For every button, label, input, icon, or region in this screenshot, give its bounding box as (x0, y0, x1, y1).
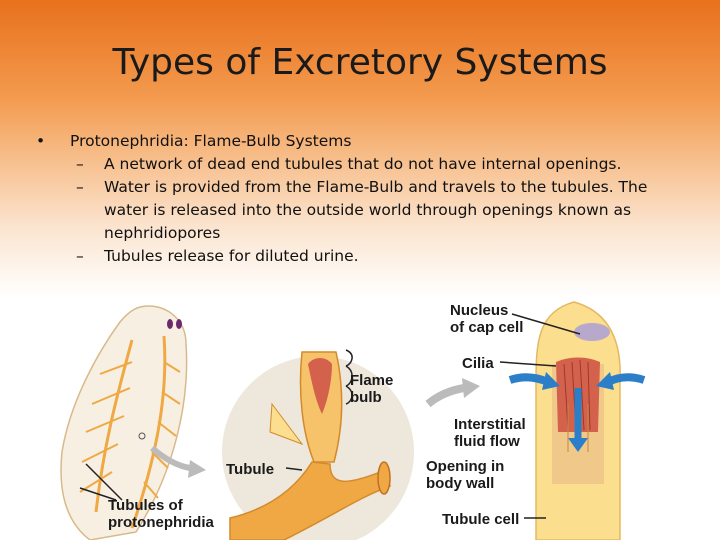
nucleus-label: Nucleus of cap cell (450, 302, 524, 336)
sub-bullet-text: Water is provided from the Flame-Bulb an… (104, 178, 648, 242)
dash-symbol: – (76, 247, 84, 265)
bullet-text: Protonephridia: Flame-Bulb Systems (70, 132, 352, 150)
magnified-tubule-view (222, 349, 480, 540)
sub-bullet-text: A network of dead end tubules that do no… (104, 155, 622, 173)
slide-title: Types of Excretory Systems (112, 42, 608, 83)
protonephridia-label: Tubules of protonephridia (108, 497, 214, 531)
sub-bullet-text: Tubules release for diluted urine. (104, 247, 359, 265)
flame-bulb-label: Flame bulb (350, 372, 394, 406)
sub-bullet-item: – Water is provided from the Flame-Bulb … (32, 176, 692, 245)
bullet-item: • Protonephridia: Flame-Bulb Systems (32, 130, 692, 153)
cilia-label: Cilia (462, 355, 494, 372)
interstitial-fluid-label: Interstitial fluid flow (454, 416, 526, 450)
flame-cell-detail (499, 301, 646, 540)
dash-symbol: – (76, 155, 84, 173)
sub-bullet-item: – Tubules release for diluted urine. (32, 245, 692, 268)
bullet-list: • Protonephridia: Flame-Bulb Systems – A… (32, 130, 692, 268)
tubule-cell-label: Tubule cell (442, 511, 520, 528)
flatworm-illustration (60, 305, 206, 540)
opening-label: Opening in body wall (426, 458, 505, 492)
sub-bullet-item: – A network of dead end tubules that do … (32, 153, 692, 176)
dash-symbol: – (76, 178, 84, 196)
tubule-label: Tubule (226, 461, 275, 478)
bullet-symbol: • (36, 132, 46, 150)
protonephridia-figure: Nucleus of cap cell Cilia Flame bulb Int… (40, 292, 700, 540)
